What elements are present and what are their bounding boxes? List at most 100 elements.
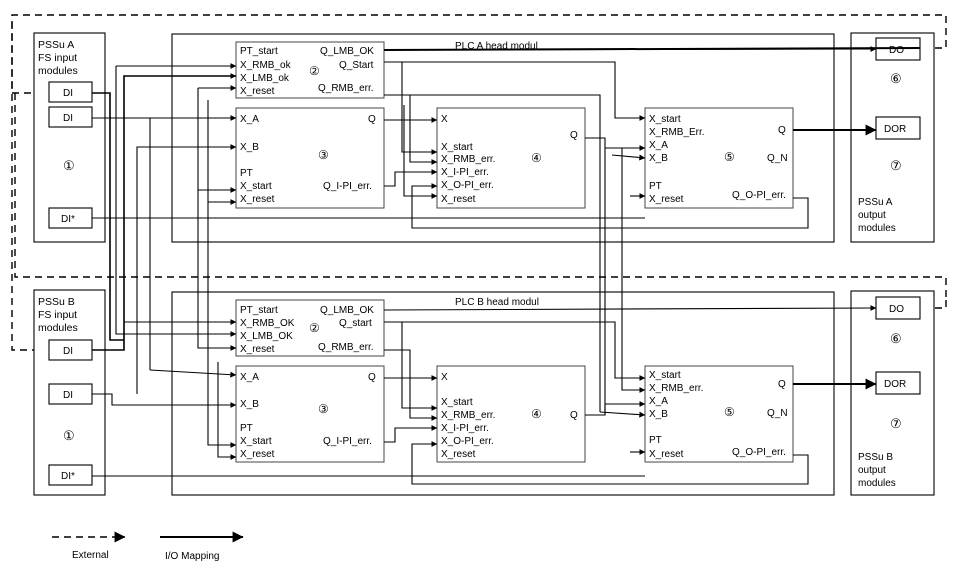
block4-b-in-3: X_I-PI_err. (441, 423, 489, 434)
block3-a-in-4: X_reset (240, 194, 275, 205)
block2-b-in-3: X_reset (240, 344, 275, 355)
block5-b-in-2: X_A (649, 396, 668, 407)
block2-a-in-1: X_RMB_ok (240, 60, 292, 71)
block3-b-in-1: X_B (240, 399, 259, 410)
block5-b: X_start X_RMB_err. X_A X_B PT X_reset Q … (644, 365, 794, 463)
block5-a-in-5: X_reset (649, 194, 684, 205)
block2-a-in-0: PT_start (240, 46, 278, 57)
block4-a-in-1: X_start (441, 142, 473, 153)
output-b-line1: PSSu B (858, 452, 893, 463)
block4-a-in-5: X_reset (441, 194, 476, 205)
block4-a-in-0: X (441, 114, 448, 125)
block2-b-in-0: PT_start (240, 305, 278, 316)
input-b-line2: FS input (38, 309, 77, 321)
plc-a-title: PLC A head modul (455, 41, 538, 52)
input-modules-b: PSSu B FS input modules DI DI ① DI* (33, 289, 106, 496)
block2-b-out-2: Q_RMB_err. (318, 342, 374, 353)
block3-b-in-3: X_start (240, 436, 272, 447)
block5-b-in-3: X_B (649, 409, 668, 420)
block3-a-out-0: Q (368, 114, 376, 125)
block3-a-out-1: Q_I-PI_err. (323, 181, 372, 192)
legend-io-mapping-label: I/O Mapping (165, 551, 219, 562)
input-b-line1: PSSu B (38, 296, 75, 308)
input-a-line2: FS input (38, 52, 77, 64)
input-b-di2: DI (63, 390, 73, 401)
block5-b-out-0: Q (778, 379, 786, 390)
input-a-line3: modules (38, 65, 78, 77)
block5-b-out-1: Q_N (767, 408, 788, 419)
block5-a: X_start X_RMB_Err. X_A X_B PT X_reset Q … (644, 107, 794, 209)
input-a-di1: DI (63, 88, 73, 99)
output-modules-b: DO ⑥ DOR ⑦ PSSu B output modules (850, 290, 935, 496)
output-b-marker-dor: ⑦ (890, 416, 902, 431)
block2-b-in-1: X_RMB_OK (240, 318, 295, 329)
block5-b-in-5: X_reset (649, 449, 684, 460)
block2-b: PT_start X_RMB_OK X_LMB_OK X_reset Q_LMB… (235, 299, 385, 357)
legend-external-label: External (72, 550, 109, 561)
block2-b-marker: ② (309, 321, 320, 335)
input-b-di3: DI* (61, 471, 75, 482)
block5-a-in-1: X_RMB_Err. (649, 127, 705, 138)
block5-a-out-2: Q_O-PI_err. (732, 190, 786, 201)
input-a-di3: DI* (61, 214, 75, 225)
block5-b-in-4: PT (649, 435, 662, 446)
plc-b-title: PLC B head modul (455, 297, 539, 308)
block4-b-in-0: X (441, 372, 448, 383)
block3-b-out-0: Q (368, 372, 376, 383)
output-a-do: DO (889, 45, 904, 56)
output-a-line2: output (858, 210, 886, 221)
input-b-line3: modules (38, 322, 78, 334)
block4-b-in-5: X_reset (441, 449, 476, 460)
block3-b-marker: ③ (318, 402, 329, 416)
block5-a-in-3: X_B (649, 153, 668, 164)
block2-b-out-0: Q_LMB_OK (320, 305, 374, 316)
wiring-internal (383, 46, 921, 485)
block3-a: X_A X_B PT X_start X_reset Q Q_I-PI_err.… (235, 107, 385, 209)
block2-b-out-1: Q_start (339, 318, 372, 329)
output-b-line2: output (858, 465, 886, 476)
block3-a-in-0: X_A (240, 114, 259, 125)
block5-a-in-2: X_A (649, 140, 668, 151)
output-a-line1: PSSu A (858, 197, 893, 208)
block3-b-in-4: X_reset (240, 449, 275, 460)
block3-b-in-2: PT (240, 423, 253, 434)
output-a-marker-dor: ⑦ (890, 158, 902, 173)
block4-a: X X_start X_RMB_err. X_I-PI_err. X_O-PI_… (436, 107, 586, 209)
block4-b: X X_start X_RMB_err. X_I-PI_err. X_O-PI_… (436, 365, 586, 463)
block4-b-out-0: Q (570, 410, 578, 421)
block4-a-in-4: X_O-PI_err. (441, 180, 494, 191)
output-a-marker-do: ⑥ (890, 71, 902, 86)
block4-b-in-4: X_O-PI_err. (441, 436, 494, 447)
block4-a-marker: ④ (531, 151, 542, 165)
legend: External I/O Mapping (52, 531, 244, 562)
block3-b-out-1: Q_I-PI_err. (323, 436, 372, 447)
block3-b-in-0: X_A (240, 372, 259, 383)
block2-a-out-2: Q_RMB_err. (318, 83, 374, 94)
block4-b-marker: ④ (531, 407, 542, 421)
block5-b-in-1: X_RMB_err. (649, 383, 703, 394)
block5-b-marker: ⑤ (724, 405, 735, 419)
block2-a-marker: ② (309, 64, 320, 78)
block3-a-in-1: X_B (240, 142, 259, 153)
block4-b-in-1: X_start (441, 397, 473, 408)
input-a-di2: DI (63, 113, 73, 124)
block4-b-in-2: X_RMB_err. (441, 410, 495, 421)
output-b-marker-do: ⑥ (890, 331, 902, 346)
input-a-marker: ① (63, 158, 75, 173)
block4-a-out-0: Q (570, 130, 578, 141)
block4-a-in-3: X_I-PI_err. (441, 167, 489, 178)
block3-b: X_A X_B PT X_start X_reset Q Q_I-PI_err.… (235, 365, 385, 463)
block2-a-in-2: X_LMB_ok (240, 73, 290, 84)
input-b-di1: DI (63, 346, 73, 357)
input-modules-a: PSSu A FS input modules DI DI ① DI* (33, 32, 106, 243)
output-a-dor: DOR (884, 124, 906, 135)
input-a-line1: PSSu A (38, 39, 74, 51)
block5-a-in-4: PT (649, 181, 662, 192)
block4-a-in-2: X_RMB_err. (441, 154, 495, 165)
output-b-line3: modules (858, 478, 896, 489)
output-a-line3: modules (858, 223, 896, 234)
input-b-marker: ① (63, 428, 75, 443)
block2-a: PT_start X_RMB_ok X_LMB_ok X_reset Q_LMB… (235, 41, 385, 99)
output-b-dor: DOR (884, 379, 906, 390)
